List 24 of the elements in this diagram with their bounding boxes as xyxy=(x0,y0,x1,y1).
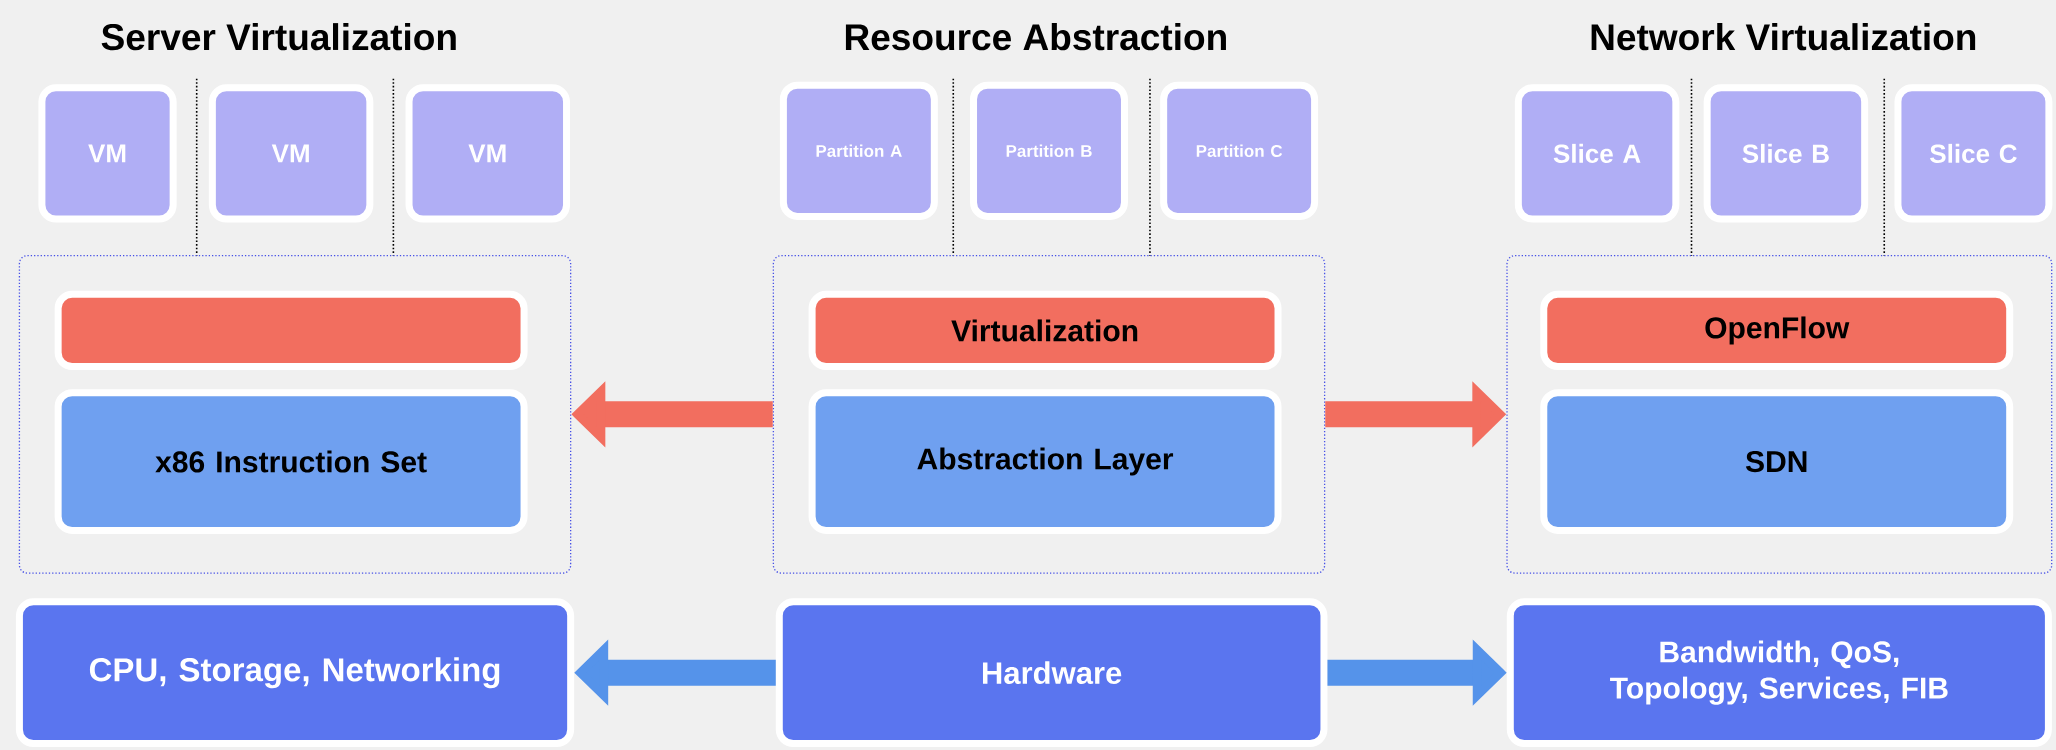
vm-box: VM xyxy=(405,84,571,223)
layer-bar xyxy=(54,290,528,371)
resource-box: Bandwidth, QoS, Topology, Services, FIB xyxy=(1506,598,2052,748)
column-heading: Network Virtualization xyxy=(1591,23,1976,51)
partition-box: Partition C xyxy=(1160,81,1319,220)
vm-box: VM xyxy=(38,84,177,223)
column-heading: Server Virtualization xyxy=(101,23,456,51)
partition-box: Partition B xyxy=(970,81,1128,220)
group-frame xyxy=(18,254,572,574)
slice-box: Slice C xyxy=(1894,84,2053,223)
group-frame xyxy=(772,254,1326,574)
slice-box: Slice A xyxy=(1514,84,1680,223)
vm-box: VM xyxy=(208,84,374,223)
resource-box: Hardware xyxy=(775,598,1328,748)
layer-bar: Virtualization xyxy=(808,290,1282,371)
slice-box: Slice B xyxy=(1703,84,1869,223)
layer-box: Abstraction Layer xyxy=(808,389,1282,534)
group-frame xyxy=(1506,254,2053,574)
column-heading: Resource Abstraction xyxy=(845,23,1226,51)
layer-bar: OpenFlow xyxy=(1540,290,2014,371)
layer-box: x86 Instruction Set xyxy=(54,389,528,534)
partition-box: Partition A xyxy=(779,81,938,220)
layer-box: SDN xyxy=(1540,389,2014,534)
resource-box: CPU, Storage, Networking xyxy=(15,598,575,748)
